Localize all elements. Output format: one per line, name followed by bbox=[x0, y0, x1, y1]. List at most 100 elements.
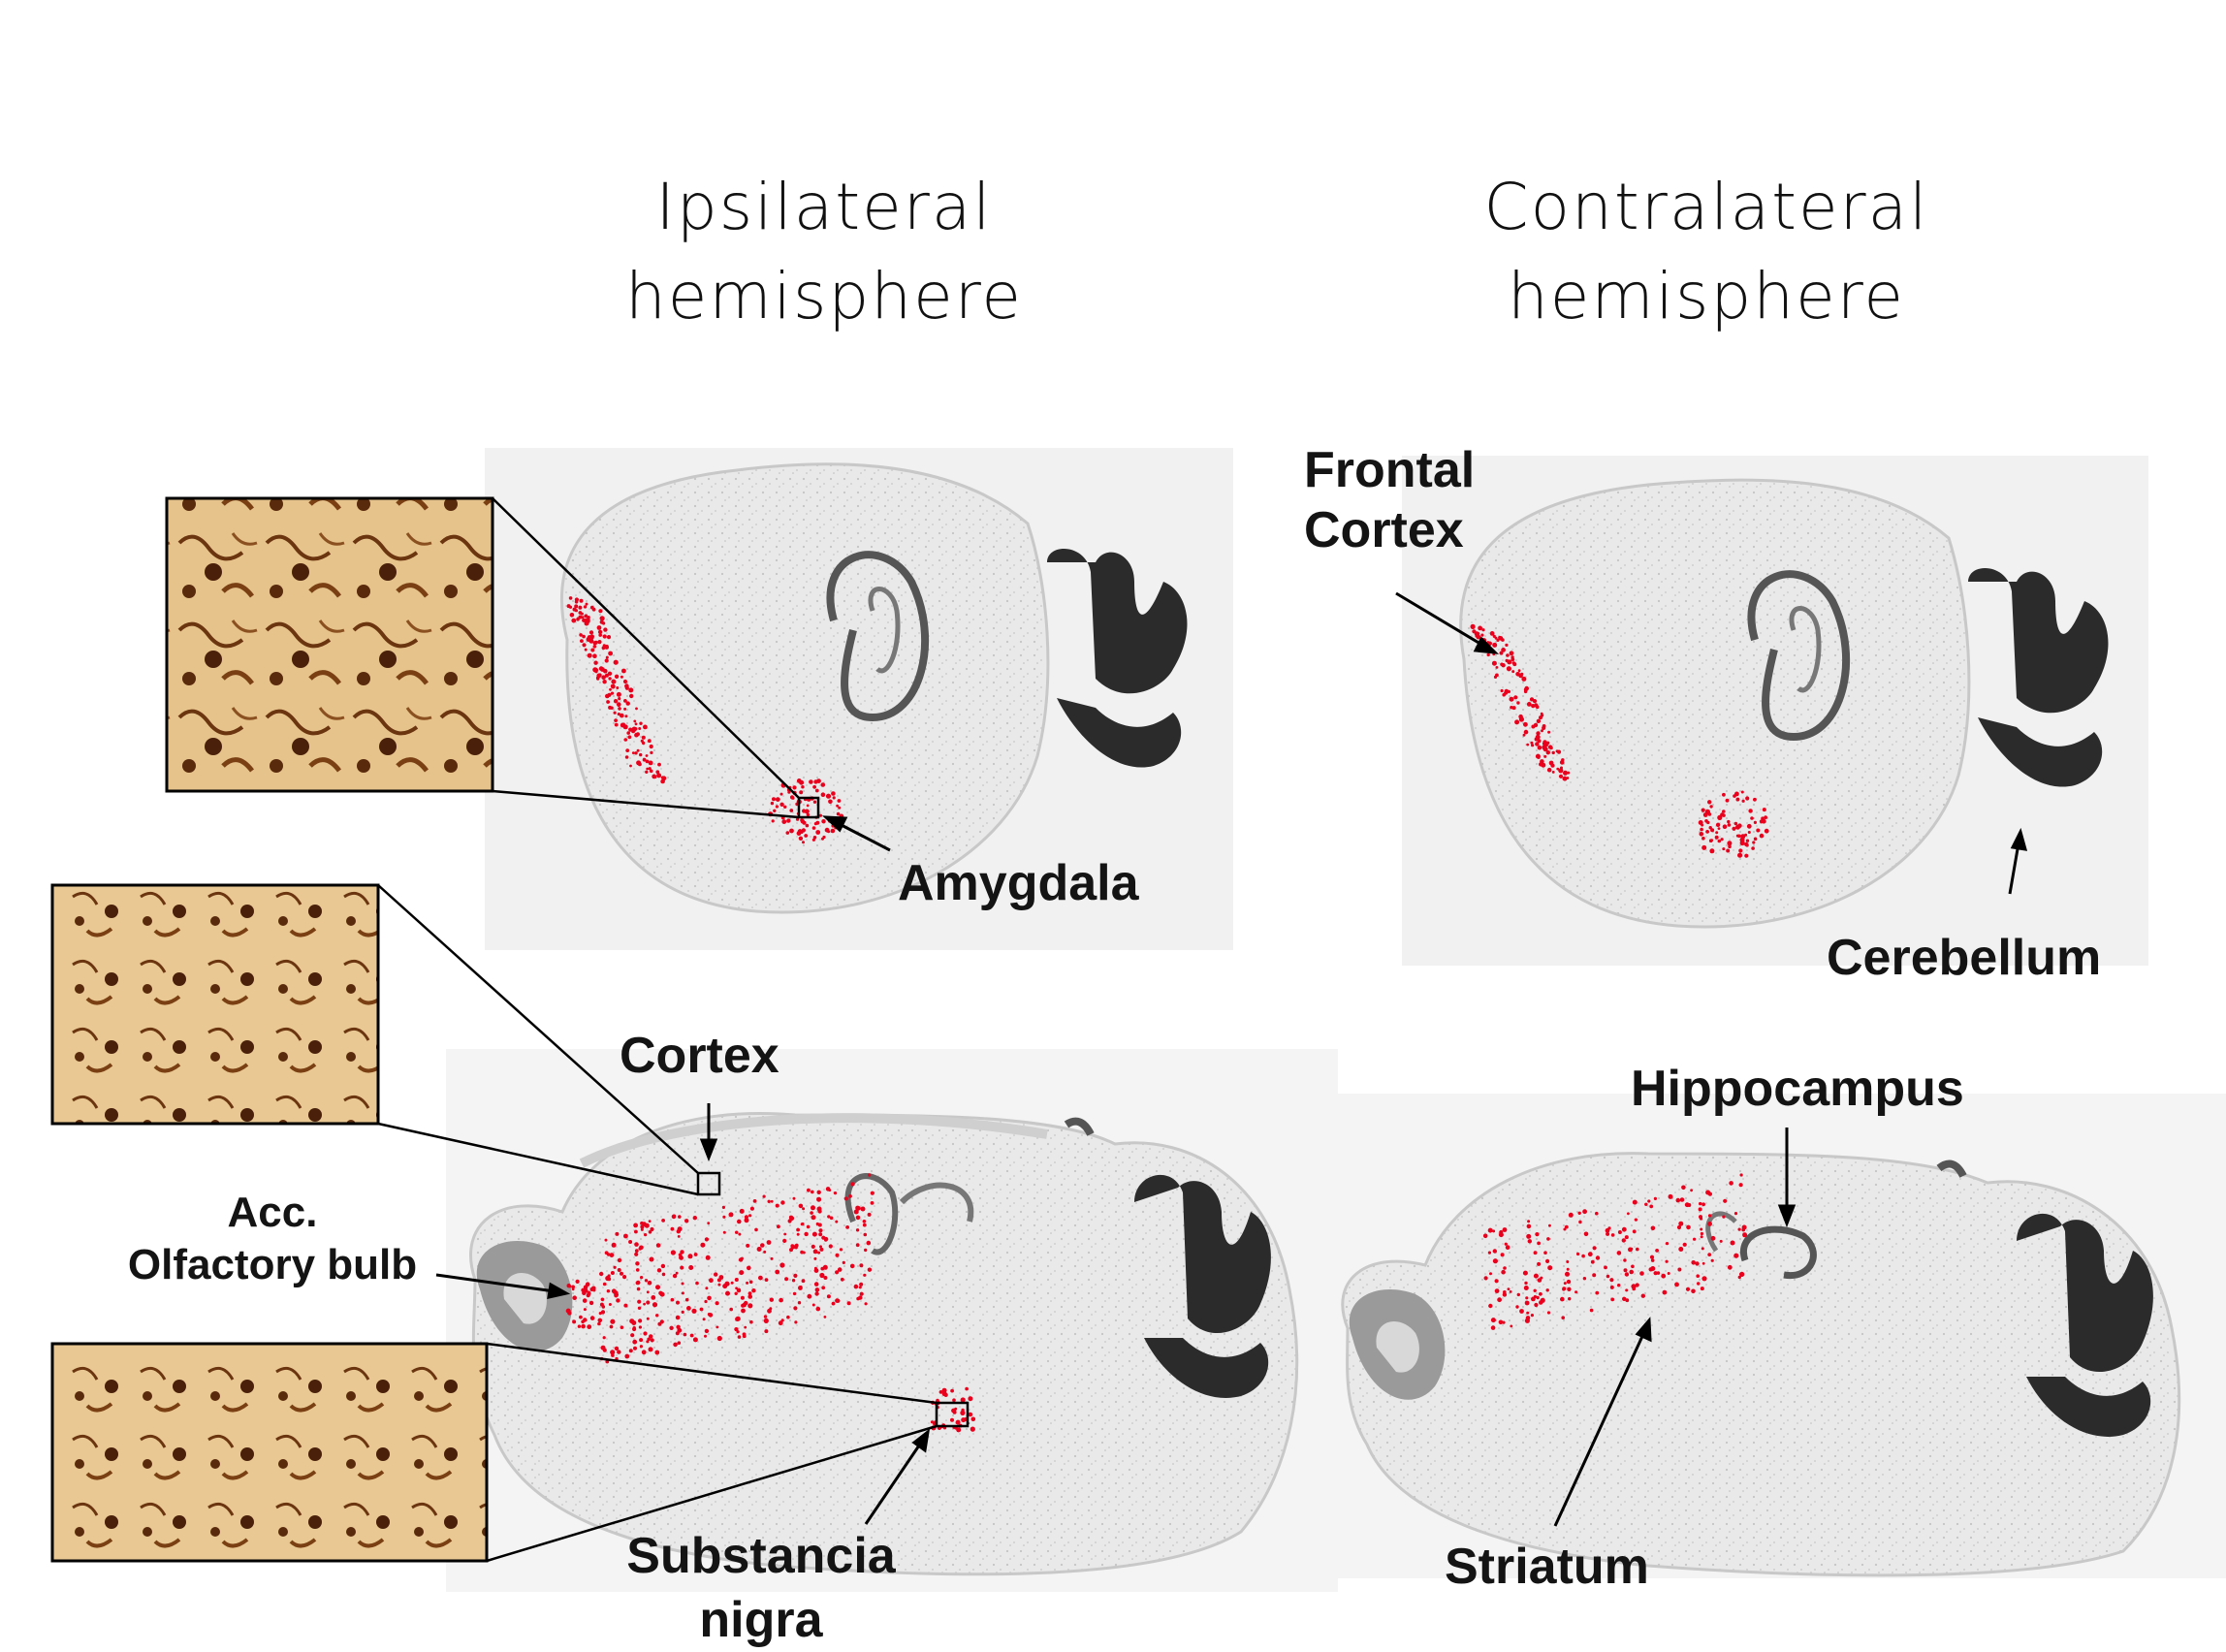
labeled-cell-dot bbox=[570, 613, 575, 618]
labeled-cell-dot bbox=[1567, 772, 1570, 775]
labeled-cell-dot bbox=[1512, 662, 1516, 666]
labeled-cell-dot bbox=[1548, 1224, 1551, 1227]
labeled-cell-dot bbox=[807, 1225, 811, 1229]
labeled-cell-dot bbox=[610, 1325, 614, 1329]
labeled-cell-dot bbox=[602, 621, 605, 624]
labeled-cell-dot bbox=[680, 1266, 684, 1270]
labeled-cell-dot bbox=[1503, 1227, 1508, 1232]
labeled-cell-dot bbox=[1681, 1186, 1686, 1191]
labeled-cell-dot bbox=[680, 1250, 684, 1254]
labeled-cell-dot bbox=[1567, 1268, 1570, 1271]
labeled-cell-dot bbox=[1565, 1272, 1570, 1277]
labeled-cell-dot bbox=[1754, 821, 1757, 824]
labeled-cell-dot bbox=[1622, 1238, 1626, 1242]
labeled-cell-dot bbox=[748, 1214, 751, 1217]
labeled-cell-dot bbox=[741, 1304, 745, 1308]
labeled-cell-dot bbox=[655, 1285, 660, 1289]
labeled-cell-dot bbox=[601, 1346, 606, 1350]
labeled-cell-dot bbox=[606, 656, 609, 659]
labeled-cell-dot bbox=[588, 639, 593, 644]
labeled-cell-dot bbox=[749, 1320, 753, 1324]
labeled-cell-dot bbox=[771, 1200, 774, 1203]
labeled-cell-dot bbox=[643, 725, 648, 730]
labeled-cell-dot bbox=[655, 1314, 658, 1317]
labeled-cell-dot bbox=[836, 1254, 840, 1257]
labeled-cell-dot bbox=[1700, 832, 1704, 837]
labeled-cell-dot bbox=[598, 609, 602, 613]
labeled-cell-dot bbox=[615, 1347, 619, 1350]
labeled-cell-dot bbox=[1627, 1212, 1630, 1215]
labeled-cell-dot bbox=[621, 669, 626, 674]
labeled-cell-dot bbox=[763, 1195, 766, 1198]
label-substancia-nigra: Substancia nigra bbox=[601, 1524, 921, 1652]
labeled-cell-dot bbox=[1709, 848, 1714, 853]
labeled-cell-dot bbox=[642, 1350, 647, 1354]
labeled-cell-dot bbox=[1531, 744, 1534, 747]
labeled-cell-dot bbox=[671, 1227, 675, 1231]
labeled-cell-dot bbox=[605, 658, 609, 662]
labeled-cell-dot bbox=[590, 1316, 595, 1320]
labeled-cell-dot bbox=[1590, 1309, 1594, 1313]
labeled-cell-dot bbox=[1633, 1229, 1637, 1233]
labeled-cell-dot bbox=[1700, 1228, 1702, 1231]
labeled-cell-dot bbox=[864, 1233, 868, 1237]
labeled-cell-dot bbox=[1537, 756, 1540, 759]
labeled-cell-dot bbox=[620, 1325, 624, 1329]
labeled-cell-dot bbox=[1545, 744, 1548, 747]
labeled-cell-dot bbox=[1547, 1265, 1552, 1270]
labeled-cell-dot bbox=[1720, 1240, 1723, 1243]
labeled-cell-dot bbox=[1497, 1297, 1502, 1302]
labeled-cell-dot bbox=[1754, 838, 1758, 842]
labeled-cell-dot bbox=[812, 1304, 815, 1307]
labeled-cell-dot bbox=[751, 1288, 755, 1292]
labeled-cell-dot bbox=[1492, 643, 1497, 648]
labeled-cell-dot bbox=[649, 767, 652, 770]
labeled-cell-dot bbox=[607, 635, 611, 639]
labeled-cell-dot bbox=[1488, 1228, 1493, 1233]
labeled-cell-dot bbox=[1635, 1219, 1638, 1222]
labeled-cell-dot bbox=[1744, 834, 1747, 837]
labeled-cell-dot bbox=[1510, 651, 1514, 655]
labeled-cell-dot bbox=[707, 1222, 710, 1224]
labeled-cell-dot bbox=[779, 1298, 783, 1303]
labeled-cell-dot bbox=[1644, 1203, 1647, 1206]
labeled-cell-dot bbox=[639, 753, 642, 756]
labeled-cell-dot bbox=[704, 1335, 707, 1338]
labeled-cell-dot bbox=[807, 1294, 811, 1299]
labeled-cell-dot bbox=[803, 1252, 806, 1255]
labeled-cell-dot bbox=[757, 1247, 762, 1252]
labeled-cell-dot bbox=[1701, 1287, 1704, 1290]
labeled-cell-dot bbox=[609, 688, 612, 691]
labeled-cell-dot bbox=[829, 1244, 833, 1248]
labeled-cell-dot bbox=[826, 794, 831, 799]
labeled-cell-dot bbox=[773, 810, 776, 812]
labeled-cell-dot bbox=[1488, 1304, 1492, 1308]
labeled-cell-dot bbox=[592, 667, 597, 672]
labeled-cell-dot bbox=[717, 1284, 720, 1287]
labeled-cell-dot bbox=[703, 1318, 706, 1320]
labeled-cell-dot bbox=[1550, 747, 1553, 749]
labeled-cell-dot bbox=[776, 1204, 779, 1208]
labeled-cell-dot bbox=[580, 599, 584, 603]
labeled-cell-dot bbox=[1536, 731, 1540, 735]
labeled-cell-dot bbox=[584, 1308, 587, 1311]
labeled-cell-dot bbox=[1517, 1293, 1520, 1296]
labeled-cell-dot bbox=[953, 1411, 957, 1414]
labeled-cell-dot bbox=[638, 727, 641, 730]
labeled-cell-dot bbox=[589, 1301, 593, 1305]
labeled-cell-dot bbox=[694, 1253, 698, 1256]
labeled-cell-dot bbox=[611, 684, 615, 688]
labeled-cell-dot bbox=[635, 708, 638, 711]
labeled-cell-dot bbox=[814, 1291, 818, 1295]
labeled-cell-dot bbox=[820, 1267, 824, 1271]
labeled-cell-dot bbox=[583, 1318, 587, 1321]
labeled-cell-dot bbox=[1691, 1289, 1696, 1294]
labeled-cell-dot bbox=[614, 718, 618, 722]
labeled-cell-dot bbox=[603, 634, 607, 638]
labeled-cell-dot bbox=[864, 1249, 867, 1252]
labeled-cell-dot bbox=[851, 1182, 855, 1186]
labeled-cell-dot bbox=[1533, 699, 1537, 703]
labeled-cell-dot bbox=[649, 1334, 652, 1338]
labeled-cell-dot bbox=[629, 694, 633, 698]
labeled-cell-dot bbox=[1540, 1277, 1542, 1280]
